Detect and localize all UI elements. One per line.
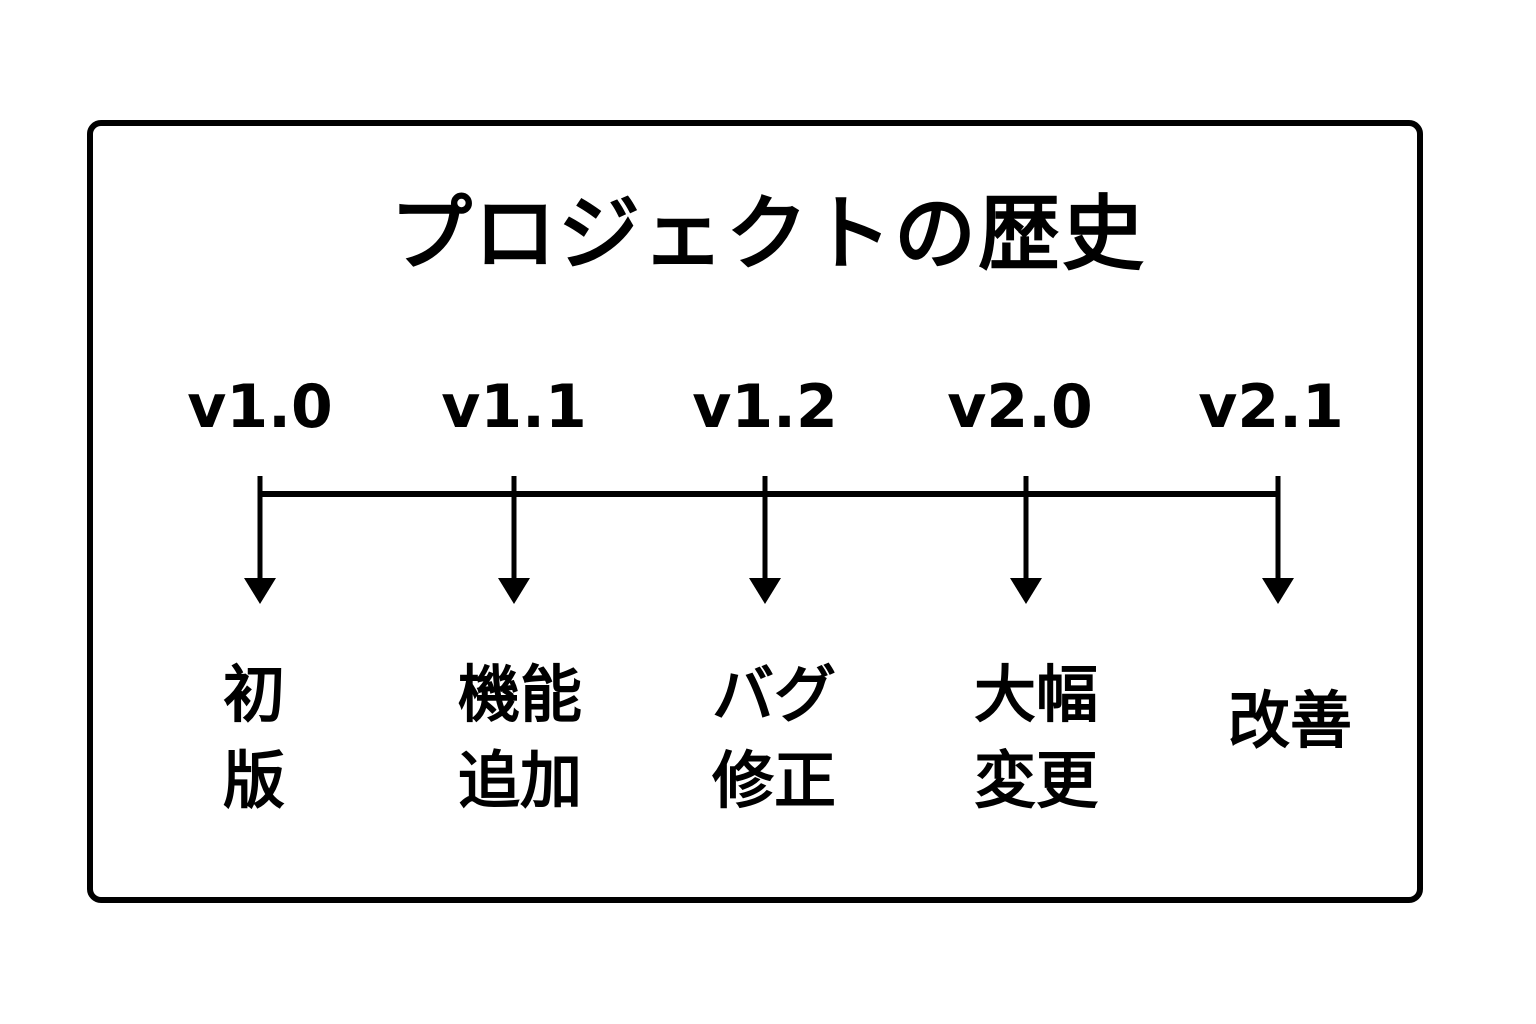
arrow-head <box>498 578 530 604</box>
arrow-layer <box>244 476 1294 604</box>
diagram-title: プロジェクトの歴史 <box>389 187 1146 282</box>
milestone-arrow <box>749 476 781 604</box>
description-line: 初 <box>222 658 285 731</box>
milestone-description-2: 機能 追加 <box>410 652 630 824</box>
description-line: 修正 <box>711 744 836 817</box>
diagram-frame <box>87 120 1423 903</box>
version-label-v1-0: v1.0 <box>187 372 333 442</box>
version-label-v2-0: v2.0 <box>947 372 1093 442</box>
description-line: 版 <box>222 744 285 817</box>
description-line: 機能 <box>457 658 582 731</box>
version-label-v1-1: v1.1 <box>441 372 587 442</box>
arrow-head <box>749 578 781 604</box>
arrow-head <box>244 578 276 604</box>
milestone-description-1: 初 版 <box>144 652 364 824</box>
description-line: 改善 <box>1227 684 1352 757</box>
milestone-arrow <box>1262 476 1294 604</box>
description-line: 大幅 <box>973 658 1098 731</box>
milestone-description-4: 大幅 変更 <box>926 652 1146 824</box>
milestone-description-5: 改善 <box>1180 678 1400 764</box>
version-label-v1-2: v1.2 <box>692 372 838 442</box>
arrow-head <box>1262 578 1294 604</box>
description-line: バグ <box>711 658 836 731</box>
arrow-head <box>1010 578 1042 604</box>
milestone-arrow <box>498 476 530 604</box>
description-line: 変更 <box>973 744 1098 817</box>
milestone-description-3: バグ 修正 <box>664 652 884 824</box>
milestone-arrow <box>1010 476 1042 604</box>
version-label-v2-1: v2.1 <box>1198 372 1344 442</box>
milestone-arrow <box>244 476 276 604</box>
description-line: 追加 <box>457 744 582 817</box>
